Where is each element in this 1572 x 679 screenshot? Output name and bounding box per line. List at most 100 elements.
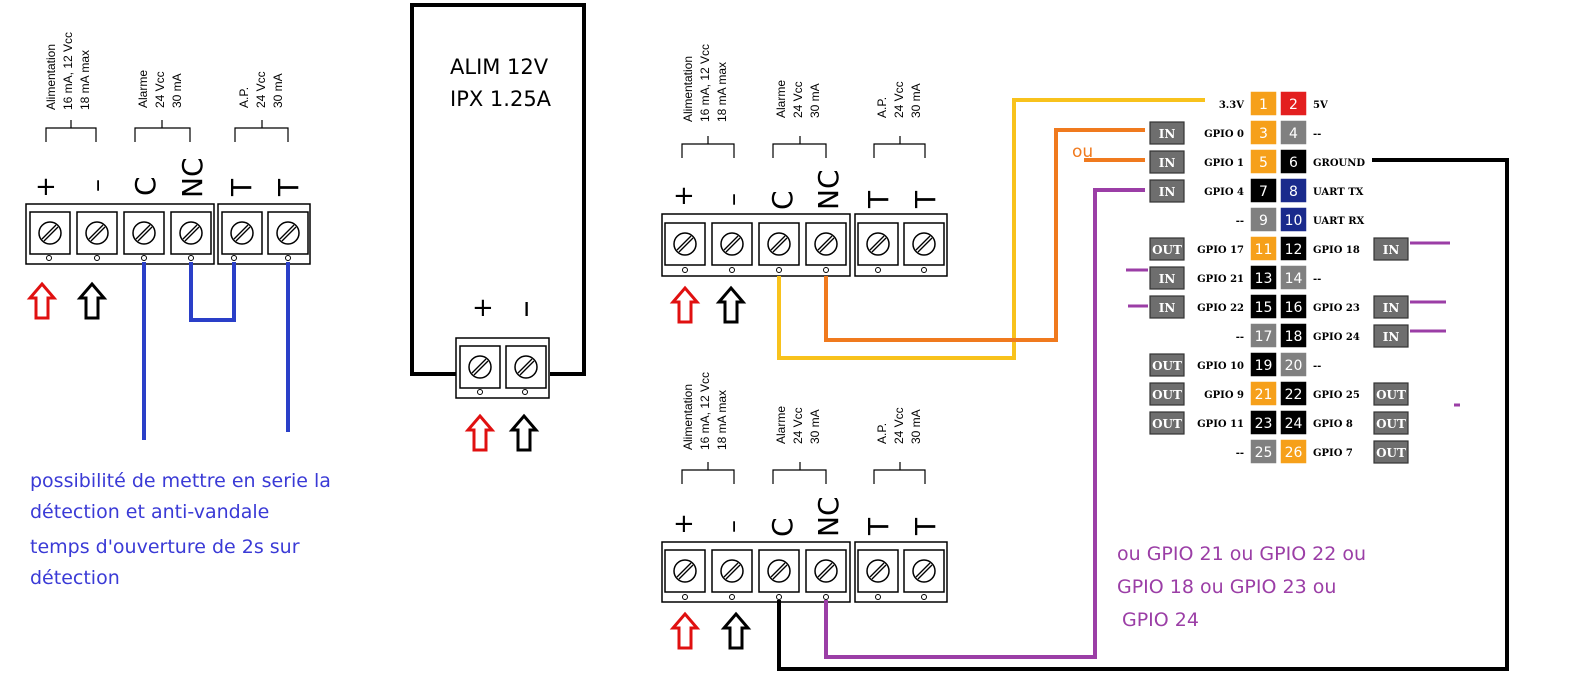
terminal-t1-label: T (225, 178, 258, 197)
pin-22-mode-label: OUT (1376, 388, 1406, 402)
pin-23-mode-box (1149, 411, 1185, 435)
pin-5-mode-box (1149, 150, 1185, 174)
purple-alt-stubs (1126, 241, 1460, 407)
terminal-minus-label: – (718, 193, 748, 206)
pin-2 (1279, 90, 1308, 117)
alarm-label-line2: 24 Vcc (153, 71, 167, 108)
pin-17 (1249, 322, 1278, 349)
psu-minus-label: ı (523, 293, 530, 323)
pin-11-mode-box (1149, 237, 1185, 261)
pin-16-function: GPIO 23 (1313, 303, 1360, 314)
pin-20-number: 20 (1285, 358, 1303, 374)
minus-arrow-icon (722, 612, 750, 650)
reader-1-blue-wires (142, 262, 290, 440)
pin-22-number: 22 (1285, 387, 1303, 403)
pin-24-mode-box (1373, 411, 1409, 435)
pin-7-mode-box (1149, 179, 1185, 203)
pin-11 (1249, 235, 1278, 262)
pin-1 (1249, 90, 1278, 117)
supply-label-line3: 18 mA max (78, 50, 92, 110)
reader-1-ap-label: A.P. 24 Vcc 30 mA (237, 71, 285, 108)
screw (170, 211, 212, 255)
screw (123, 211, 165, 255)
pin-22-mode-box (1373, 382, 1409, 406)
supply-label-line1: Alimentation (681, 384, 695, 450)
pin-12 (1279, 235, 1308, 262)
psu-box (410, 3, 586, 376)
pin-18 (1279, 322, 1308, 349)
ground-wire (777, 158, 1509, 671)
psu-rating: IPX 1.25A (450, 87, 552, 111)
pin-22-function: GPIO 25 (1313, 390, 1360, 401)
pin-17-function: -- (1236, 332, 1244, 343)
screw (459, 345, 501, 389)
pin-3-mode-box (1149, 121, 1185, 145)
note-line1: possibilité de mettre en serie la (30, 470, 331, 492)
alt-line1: ou GPIO 21 ou GPIO 22 ou (1117, 543, 1366, 565)
pin-21-mode-label: OUT (1152, 388, 1182, 402)
alarm-label-line2: 24 Vcc (791, 407, 805, 444)
pin-20-function: -- (1313, 361, 1321, 372)
pin-21-mode-box (1149, 382, 1185, 406)
pin-2-number: 2 (1289, 97, 1298, 113)
pin-15-number: 15 (1255, 300, 1273, 316)
alarm-bracket (134, 120, 191, 142)
supply-label-line2: 16 mA, 12 Vcc (698, 372, 712, 450)
supply-label-line2: 16 mA, 12 Vcc (61, 32, 75, 110)
supply-label-line1: Alimentation (681, 56, 695, 122)
supply-label-line3: 18 mA max (715, 390, 729, 450)
screw (76, 211, 118, 255)
reader-2: Alimentation 16 mA, 12 Vcc 18 mA max Ala… (661, 44, 948, 277)
plus-arrow-icon (28, 282, 56, 320)
pin-18-function: GPIO 24 (1313, 332, 1360, 343)
pin-4-function: -- (1313, 129, 1321, 140)
pin-22 (1279, 380, 1308, 407)
ap-label-line3: 30 mA (909, 83, 923, 118)
terminal-t1-label: T (862, 190, 895, 209)
pin-23-mode-label: OUT (1152, 417, 1182, 431)
pin-11-number: 11 (1255, 242, 1273, 258)
yellow-wire (777, 98, 1205, 360)
purple-wire (824, 188, 1145, 659)
alarm-label-line1: Alarme (774, 80, 788, 118)
pin-2-function: 5V (1313, 100, 1328, 111)
pin-18-mode-label: IN (1383, 330, 1400, 344)
pin-16-number: 16 (1285, 300, 1303, 316)
terminal-nc-label: NC (812, 497, 845, 538)
pin-26-mode-box (1373, 440, 1409, 464)
pin-3-function: GPIO 0 (1204, 129, 1244, 140)
alt-line3: GPIO 24 (1122, 609, 1199, 631)
screw (505, 345, 547, 389)
pin-6-function: GROUND (1313, 158, 1365, 169)
note-line3: temps d'ouverture de 2s sur (30, 536, 300, 558)
pin-15 (1249, 293, 1278, 320)
terminal-nc-label: NC (812, 170, 845, 211)
pin-16-mode-box (1373, 295, 1409, 319)
pin-12-mode-label: IN (1383, 243, 1400, 257)
minus-arrow-icon (717, 286, 745, 324)
pin-12-number: 12 (1285, 242, 1303, 258)
alarm-label-line1: Alarme (136, 70, 150, 108)
pin-23 (1249, 409, 1278, 436)
terminal-minus-label: – (82, 179, 112, 192)
pin-11-mode-label: OUT (1152, 243, 1182, 257)
pin-15-function: GPIO 22 (1197, 303, 1244, 314)
ap-label-line3: 30 mA (909, 409, 923, 444)
pin-3-number: 3 (1259, 126, 1268, 142)
terminal-plus-label: + (673, 181, 695, 211)
pin-1-number: 1 (1259, 97, 1268, 113)
pin-10-function: UART RX (1313, 216, 1365, 227)
pin-4-number: 4 (1289, 126, 1298, 142)
reader-1-alarm-label: Alarme 24 Vcc 30 mA (136, 70, 184, 108)
pin-21-function: GPIO 9 (1204, 390, 1244, 401)
pin-12-function: GPIO 18 (1313, 245, 1360, 256)
pin-19-number: 19 (1255, 358, 1273, 374)
pin-6 (1279, 148, 1308, 175)
pin-5-function: GPIO 1 (1204, 158, 1244, 169)
pin-9-function: -- (1236, 216, 1244, 227)
alarm-label-line3: 30 mA (170, 73, 184, 108)
reader-3: Alimentation 16 mA, 12 Vcc 18 mA max Ala… (661, 372, 948, 603)
plus-arrow-icon (671, 612, 699, 650)
pin-19-mode-box (1149, 353, 1185, 377)
pin-6-number: 6 (1289, 155, 1298, 171)
